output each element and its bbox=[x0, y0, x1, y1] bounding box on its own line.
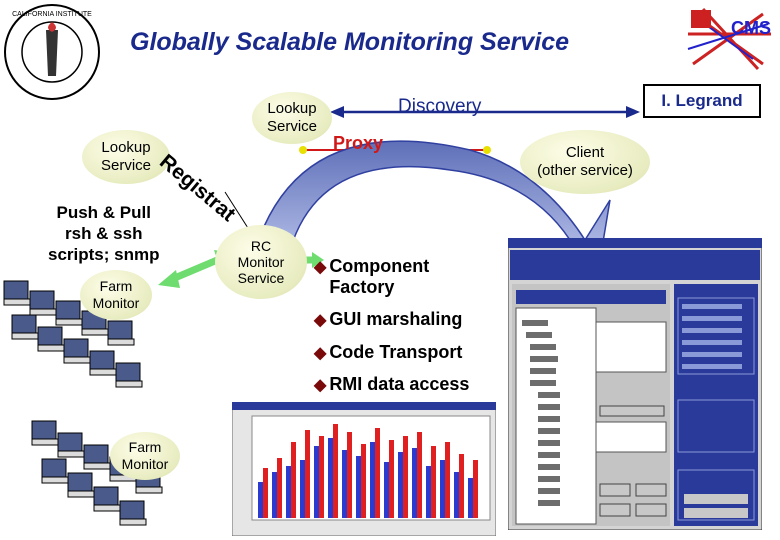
client-service: Client (other service) bbox=[520, 130, 650, 194]
farm-monitor-1-label: Farm Monitor bbox=[92, 278, 140, 311]
bullet-text-2: GUI marshaling bbox=[329, 309, 463, 329]
caltech-seal-logo: CALIFORNIA INSTITUTE bbox=[4, 4, 100, 100]
proxy-label: Proxy bbox=[333, 133, 384, 153]
bullet-text-4: RMI data access bbox=[329, 374, 470, 394]
bullet-text-3: Code Transport bbox=[329, 342, 463, 362]
bullet-code-transport: ◆Code Transport bbox=[314, 342, 463, 362]
lookup-service-top: Lookup Service bbox=[252, 92, 332, 144]
farm-monitor-1: Farm Monitor bbox=[80, 270, 152, 320]
rc-monitor-service-label: RC Monitor Service bbox=[237, 238, 285, 286]
bullet-text-1: Component Factory bbox=[329, 256, 430, 297]
chart-screenshot-graphic bbox=[232, 402, 496, 536]
bullet-rmi-data-access: ◆RMI data access bbox=[314, 374, 470, 394]
lookup-service-left-label: Lookup Service bbox=[100, 139, 152, 174]
lookup-service-top-label: Lookup Service bbox=[266, 100, 318, 135]
cms-logo: CMS bbox=[685, 6, 773, 72]
author-box: I. Legrand bbox=[643, 84, 761, 118]
farm-monitor-2-label: Farm Monitor bbox=[121, 439, 169, 472]
svg-text:CALIFORNIA INSTITUTE: CALIFORNIA INSTITUTE bbox=[12, 11, 92, 18]
rc-monitor-service: RC Monitor Service bbox=[215, 225, 307, 299]
svg-text:CMS: CMS bbox=[731, 18, 771, 38]
discovery-label: Discovery bbox=[398, 96, 482, 117]
client-service-label: Client (other service) bbox=[537, 144, 633, 179]
computer-cluster-icon bbox=[3, 280, 143, 388]
slide-title: Globally Scalable Monitoring Service bbox=[130, 28, 570, 56]
bullet-gui-marshaling: ◆GUI marshaling bbox=[314, 309, 463, 329]
lookup-service-left: Lookup Service bbox=[82, 130, 170, 184]
push-pull-label: Push & Pull rsh & ssh scripts; snmp bbox=[48, 203, 160, 264]
computer-cluster-icon-2 bbox=[31, 420, 163, 526]
farm-monitor-2: Farm Monitor bbox=[110, 432, 180, 480]
bullet-component-factory: ◆Component Factory bbox=[314, 256, 430, 297]
gui-screenshot-graphic bbox=[508, 238, 762, 530]
